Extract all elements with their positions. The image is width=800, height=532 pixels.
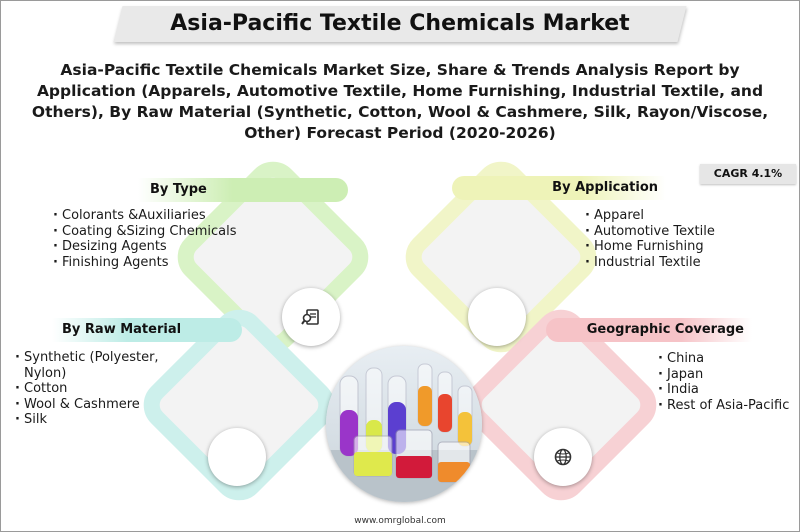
type-list: Colorants &Auxiliaries Coating &Sizing C…: [52, 208, 292, 270]
list-item: Wool & Cashmere: [14, 397, 189, 413]
raw-material-list: Synthetic (Polyester, Nylon) Cotton Wool…: [14, 350, 189, 428]
application-list: Apparel Automotive Textile Home Furnishi…: [584, 208, 774, 270]
list-item: Rest of Asia-Pacific: [657, 398, 797, 414]
by-application-label: By Application: [452, 176, 666, 200]
list-item: Desizing Agents: [52, 239, 292, 255]
type-icon-circle: [282, 288, 340, 346]
list-item: Japan: [657, 367, 797, 383]
footer-url: www.omrglobal.com: [354, 516, 446, 526]
chemical-test-tubes-photo: [326, 346, 482, 502]
list-item: Coating &Sizing Chemicals: [52, 224, 292, 240]
list-item: Colorants &Auxiliaries: [52, 208, 292, 224]
geography-icon-circle: [534, 428, 592, 486]
cagr-badge: CAGR 4.1%: [700, 164, 796, 184]
list-item: China: [657, 351, 797, 367]
list-item: Cotton: [14, 381, 189, 397]
list-item: India: [657, 382, 797, 398]
raw-material-icon-circle: [208, 428, 266, 486]
list-item: Industrial Textile: [584, 255, 774, 271]
list-item: Apparel: [584, 208, 774, 224]
list-item: Silk: [14, 412, 189, 428]
list-item: Finishing Agents: [52, 255, 292, 271]
globe-icon: [554, 448, 572, 466]
list-item: Home Furnishing: [584, 239, 774, 255]
geographic-coverage-label: Geographic Coverage: [546, 318, 752, 342]
list-item: Automotive Textile: [584, 224, 774, 240]
by-type-label: By Type: [138, 178, 348, 202]
application-icon-circle: [468, 288, 526, 346]
report-subtitle: Asia-Pacific Textile Chemicals Market Si…: [31, 61, 769, 142]
geography-list: China Japan India Rest of Asia-Pacific: [657, 351, 797, 413]
magnifier-document-icon: [301, 309, 319, 325]
list-item: Synthetic (Polyester, Nylon): [14, 350, 189, 381]
page-title: Asia-Pacific Textile Chemicals Market: [170, 11, 630, 36]
by-raw-material-label: By Raw Material: [52, 318, 242, 342]
